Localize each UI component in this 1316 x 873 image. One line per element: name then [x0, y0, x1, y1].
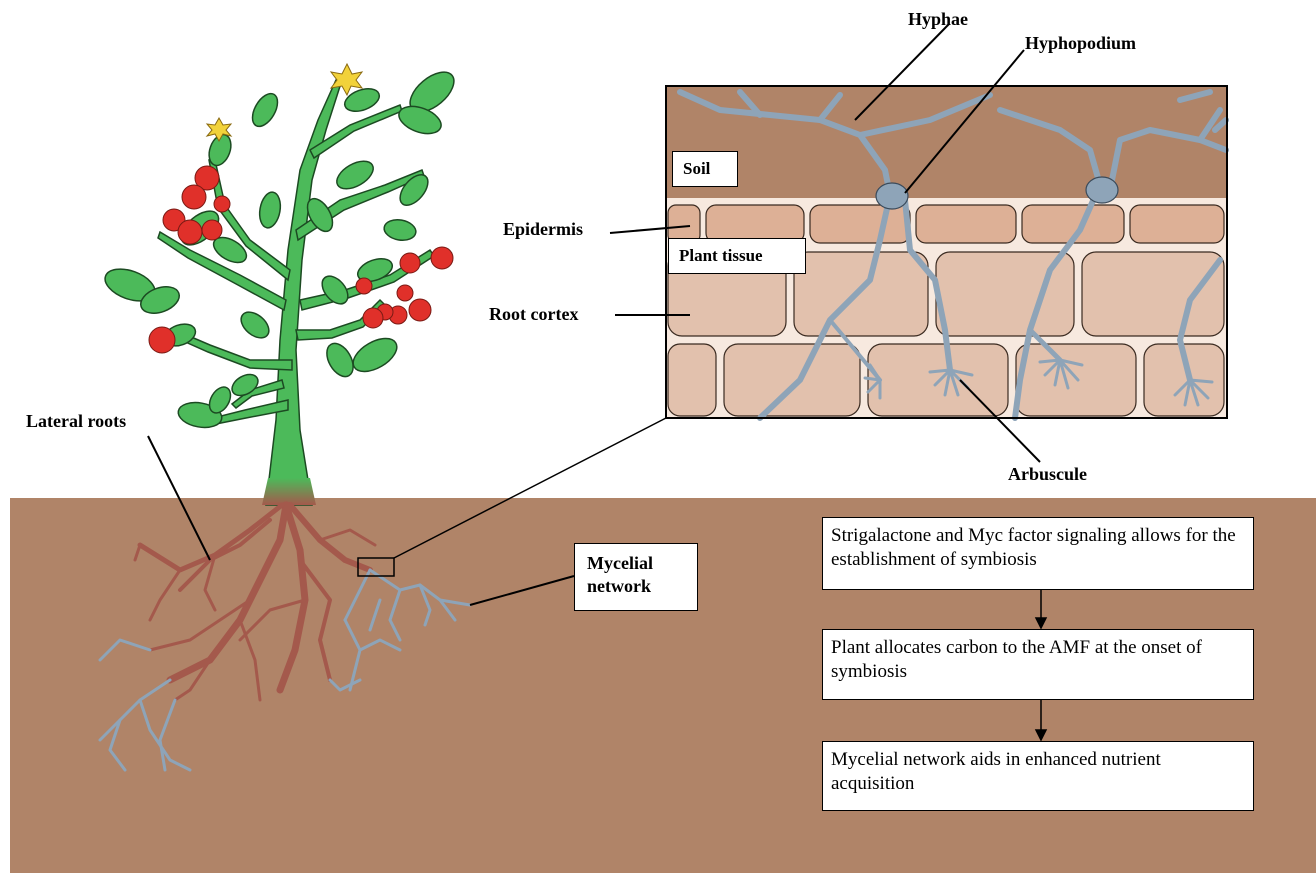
label-plant-tissue-text: Plant tissue [679, 246, 763, 266]
flowers [207, 64, 362, 141]
label-plant-tissue: Plant tissue [668, 238, 806, 274]
label-hyphae: Hyphae [908, 9, 968, 30]
label-mycelial-network: Mycelial network [574, 543, 698, 611]
label-soil-text: Soil [683, 159, 710, 179]
flow-step-1: Strigalactone and Myc factor signaling a… [822, 517, 1254, 590]
flow-step-2: Plant allocates carbon to the AMF at the… [822, 629, 1254, 700]
label-lateral-roots: Lateral roots [26, 411, 126, 432]
label-hyphopodium: Hyphopodium [1025, 33, 1136, 54]
label-mycelial-network-line2: network [587, 575, 685, 598]
label-soil: Soil [672, 151, 738, 187]
label-arbuscule: Arbuscule [1008, 464, 1087, 485]
label-mycelial-network-line1: Mycelial [587, 552, 685, 575]
label-root-cortex: Root cortex [489, 304, 578, 325]
flow-step-3: Mycelial network aids in enhanced nutrie… [822, 741, 1254, 811]
label-epidermis: Epidermis [503, 219, 583, 240]
